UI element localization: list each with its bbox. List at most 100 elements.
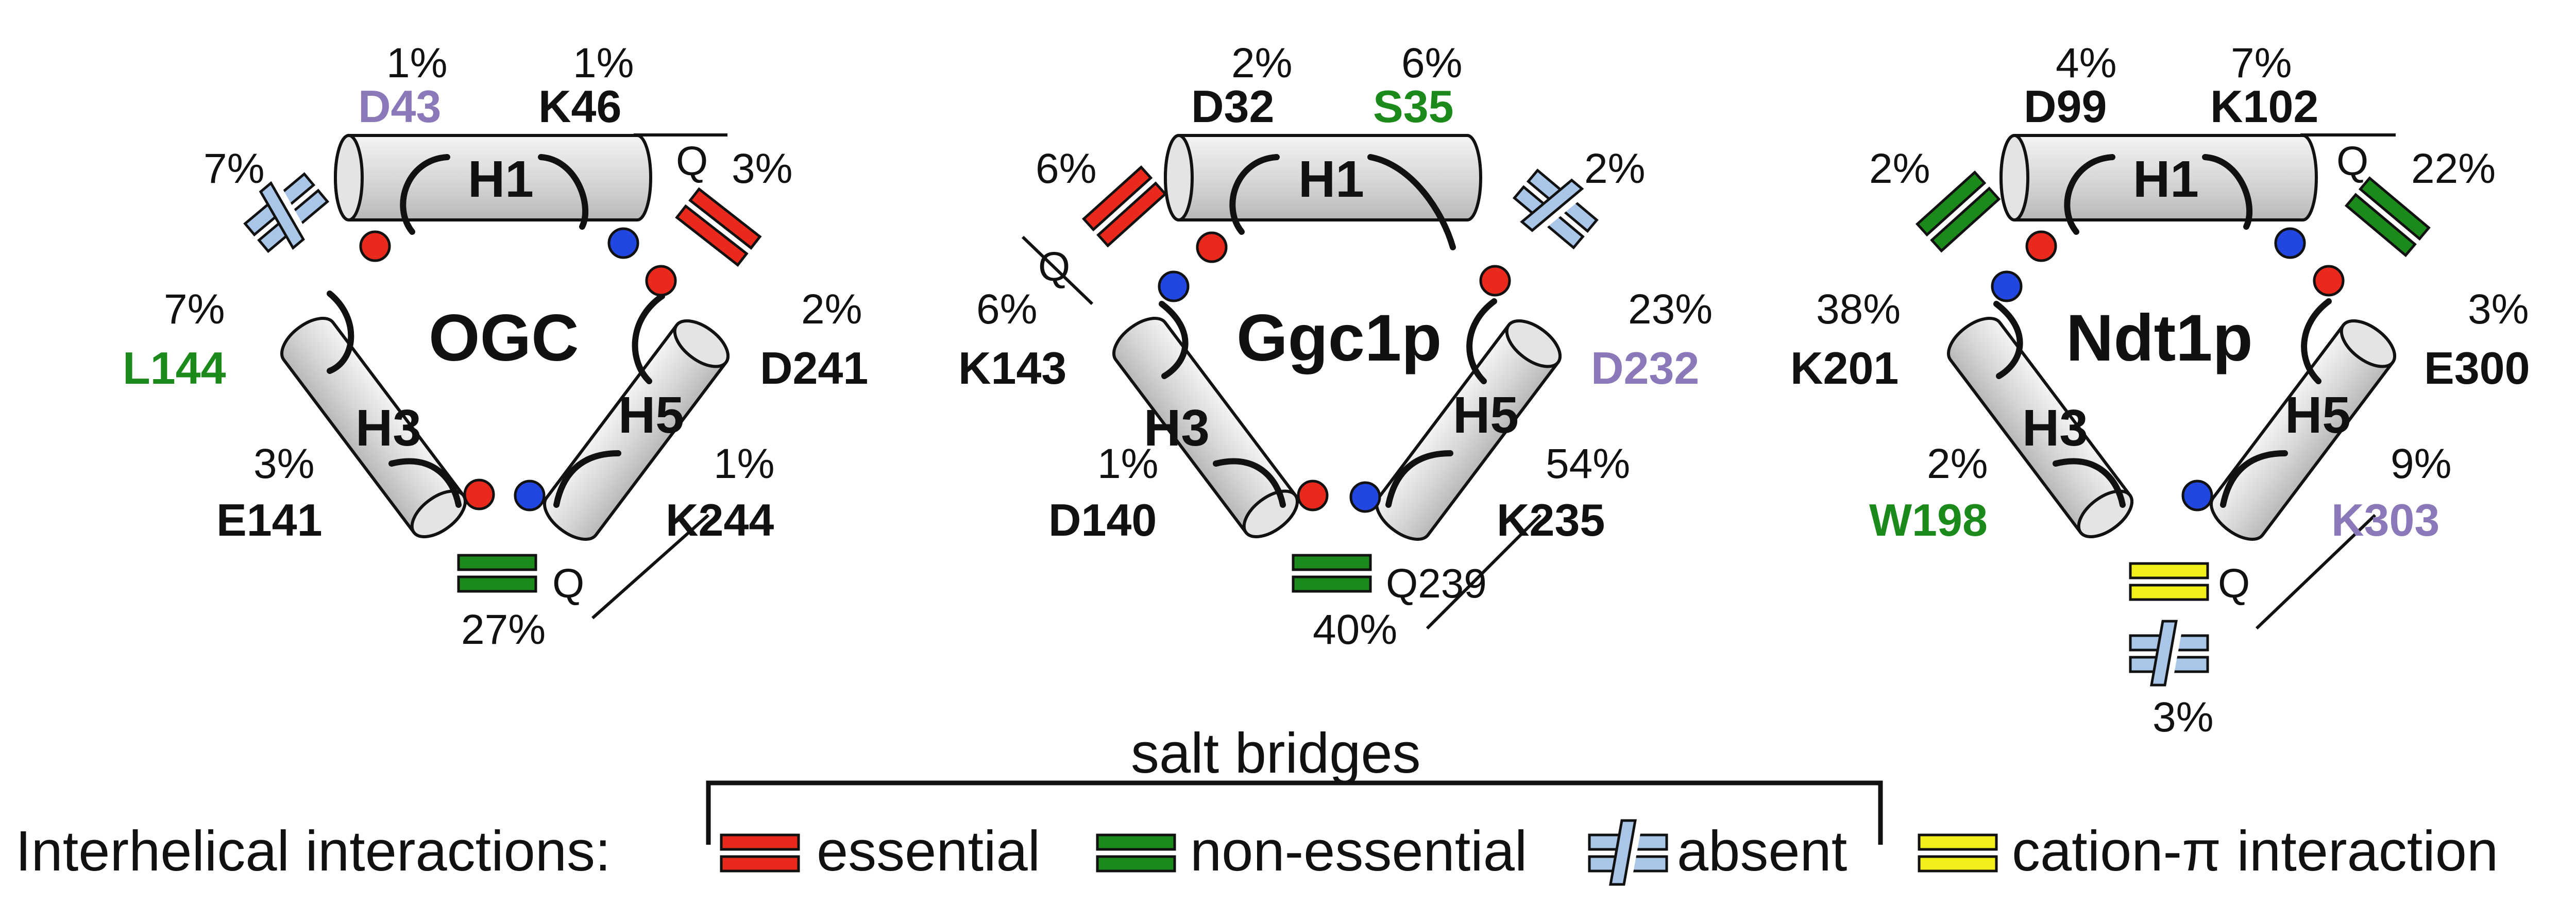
base-residue-dot <box>1991 270 2023 302</box>
pct-label: 2% <box>1869 145 1930 192</box>
panel-ggc1p: H1 H3 H5 Ggc1p 2% D32 6% S35 6% Q 2% 6% … <box>958 40 1713 653</box>
h5-upper-hook <box>2301 298 2332 384</box>
protein-name: Ggc1p <box>1236 301 1442 375</box>
legend-essential-label: essential <box>817 819 1040 883</box>
glutamine-label: Q <box>552 560 584 606</box>
panel-ndt1p: H1 H3 H5 Ndt1p 4% D99 7% K102 2% Q 22% 3… <box>1790 40 2530 741</box>
h5-upper-hook <box>632 293 665 384</box>
protein-name: Ndt1p <box>2066 301 2253 375</box>
pct-label: 1% <box>714 440 775 487</box>
helix-label-h3: H3 <box>1144 399 1210 457</box>
legend-title: Interhelical interactions: <box>15 819 611 883</box>
base-residue-dot <box>2181 480 2213 511</box>
h3-upper-hook <box>327 291 354 374</box>
residue-label: D43 <box>358 81 441 132</box>
pct-label: 23% <box>1628 286 1713 333</box>
pct-label: 3% <box>2468 286 2529 333</box>
acid-residue-dot <box>1196 231 1228 263</box>
h3-lower-hook <box>2053 458 2126 508</box>
pct-label: 1% <box>573 40 634 87</box>
h3-guide-line <box>1021 235 1094 305</box>
residue-label: S35 <box>1373 81 1454 132</box>
h5-lower-hook <box>2220 450 2288 508</box>
legend-non-essential-label: non-essential <box>1190 819 1527 883</box>
residue-label: D241 <box>760 343 868 394</box>
non-essential-interaction-symbol <box>1293 555 1370 591</box>
pct-label: 6% <box>976 286 1038 333</box>
legend-non-essential-swatch <box>1097 835 1175 871</box>
h3-upper-hook <box>1159 301 1189 379</box>
base-residue-dot <box>607 227 639 259</box>
h1-left-hook <box>2064 154 2115 235</box>
legend-group-label: salt bridges <box>1131 722 1421 785</box>
pct-label: 9% <box>2391 440 2452 487</box>
acid-residue-dot <box>1479 265 1511 297</box>
pct-label: 6% <box>1036 145 1097 192</box>
base-residue-dot <box>1349 481 1381 513</box>
h1-right-hook <box>538 154 589 230</box>
cation-pi-interaction-symbol <box>2130 564 2208 600</box>
residue-label: K46 <box>538 81 621 132</box>
h5-guide-line <box>1426 514 1542 630</box>
pct-label: 3% <box>732 145 793 192</box>
legend: salt bridges Interhelical interactions: … <box>15 722 2498 890</box>
base-residue-dot <box>2274 227 2306 259</box>
h3-lower-hook <box>1213 458 1286 508</box>
legend-cation-pi-swatch <box>1919 835 1996 871</box>
essential-interaction-symbol <box>677 189 760 265</box>
glutamine-label: Q <box>2218 560 2250 606</box>
glutamine-label: Q <box>676 138 708 184</box>
residue-label: E141 <box>216 494 323 545</box>
absent-interaction-symbol <box>2130 617 2208 690</box>
acid-residue-dot <box>1297 480 1329 511</box>
residue-label: K235 <box>1497 494 1605 545</box>
h5-guide-line <box>591 514 709 620</box>
h3-upper-hook <box>1993 301 2023 379</box>
acid-residue-dot <box>645 265 677 297</box>
legend-cation-pi-label: cation-π interaction <box>2012 819 2498 883</box>
salt-bridges-bracket <box>706 780 1883 845</box>
residue-label: K102 <box>2210 81 2318 132</box>
glutamine-label: Q <box>2336 138 2368 184</box>
residue-label: D140 <box>1048 494 1157 545</box>
acid-residue-dot <box>2313 265 2345 297</box>
pct-label: 2% <box>1584 145 1646 192</box>
h3-lower-hook <box>388 458 462 508</box>
helix-label-h1: H1 <box>2133 150 2199 208</box>
acid-residue-dot <box>463 479 495 510</box>
panel-ogc: H1 H3 H5 OGC 1% D43 1% K46 7% Q 3% <box>123 40 868 653</box>
pct-label: 1% <box>386 40 448 87</box>
residue-label: K303 <box>2331 494 2439 545</box>
pct-label: 7% <box>204 145 265 192</box>
pct-label: 38% <box>1816 286 1901 333</box>
residue-label: K244 <box>666 494 774 545</box>
h1-left-hook <box>1229 154 1280 235</box>
pct-label: 7% <box>164 286 225 333</box>
residue-label: L144 <box>123 343 226 394</box>
pct-label: 4% <box>2056 40 2117 87</box>
h5-guide-line <box>2255 514 2377 630</box>
h1-right-hook <box>2202 154 2253 230</box>
pct-label: 22% <box>2411 145 2496 192</box>
h5-lower-hook <box>553 450 621 508</box>
helix-label-h5: H5 <box>618 386 684 444</box>
pct-label: 27% <box>461 606 546 653</box>
helix-label-h5: H5 <box>2285 386 2351 444</box>
pct-label: 54% <box>1546 440 1630 487</box>
helix-label-h5: H5 <box>1453 386 1519 444</box>
h5-upper-hook <box>1466 298 1497 384</box>
pct-label: 3% <box>253 440 315 487</box>
acid-residue-dot <box>359 230 391 262</box>
residue-label: K143 <box>958 343 1066 394</box>
residue-label: D232 <box>1591 343 1699 394</box>
legend-essential-swatch <box>721 835 799 871</box>
glutamine-label: Q239 <box>1386 560 1487 606</box>
glutamine-label: Q <box>1038 244 1070 289</box>
pct-label: 2% <box>1231 40 1293 87</box>
h1-right-hook <box>1367 154 1456 250</box>
protein-name: OGC <box>429 301 579 375</box>
residue-label: D32 <box>1191 81 1274 132</box>
base-residue-dot <box>1158 270 1190 302</box>
pct-label: 2% <box>801 286 862 333</box>
